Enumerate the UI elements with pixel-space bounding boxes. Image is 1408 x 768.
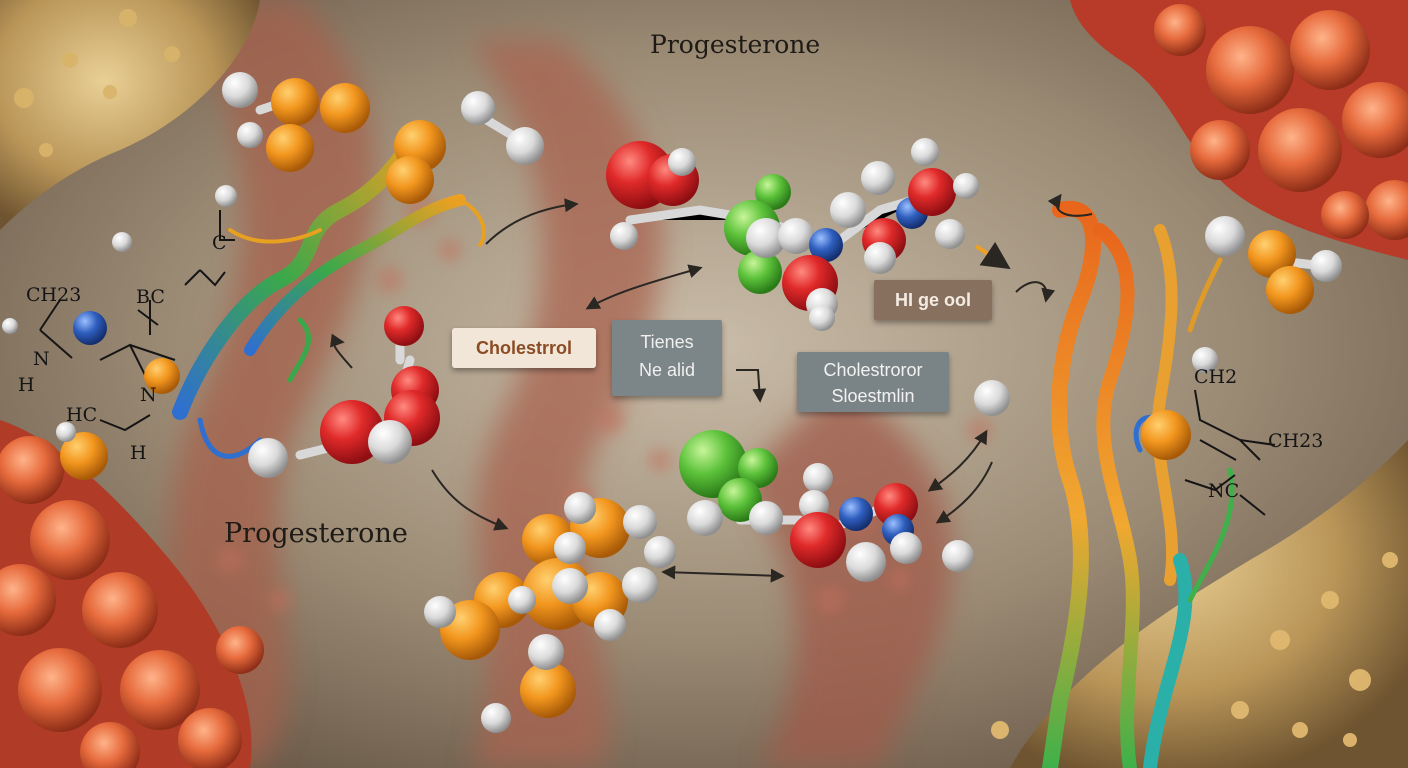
title-progesterone-top: Progesterone [650,30,821,59]
label-tag-cholestroror-line1: Cholestroror [823,360,923,380]
label-tag-tienes-line2: Ne alid [638,360,696,380]
chem-label-h-left: H [18,374,35,396]
label-tag-cholestrrol: Cholestrrol [452,328,596,368]
label-tag-sloestmlin-line2: Sloestmlin [831,386,915,406]
chem-label-c: C [212,232,227,254]
label-tag-hige: HI ge ool [874,280,992,320]
chem-label-hc: HC [66,404,98,426]
label-tag-tienes-line1: Tienes [640,332,694,352]
label-tag-cholestroror: Cholestroror Sloestmlin [797,352,949,412]
chem-label-ch23-left: CH23 [26,284,82,306]
chem-label-nc: NC [1208,480,1240,502]
chem-label-h-lower: H [130,442,147,464]
chem-label-bc: BC [136,286,165,308]
chem-label-n-lower: N [140,384,157,406]
chem-label-n-left: N [33,348,50,370]
chem-label-ch2-right: CH2 [1194,366,1238,388]
title-progesterone-lower: Progesterone [224,518,408,549]
label-tag-tienes: Tienes Ne alid [612,320,722,396]
chem-label-ch23-right: CH23 [1268,430,1324,452]
